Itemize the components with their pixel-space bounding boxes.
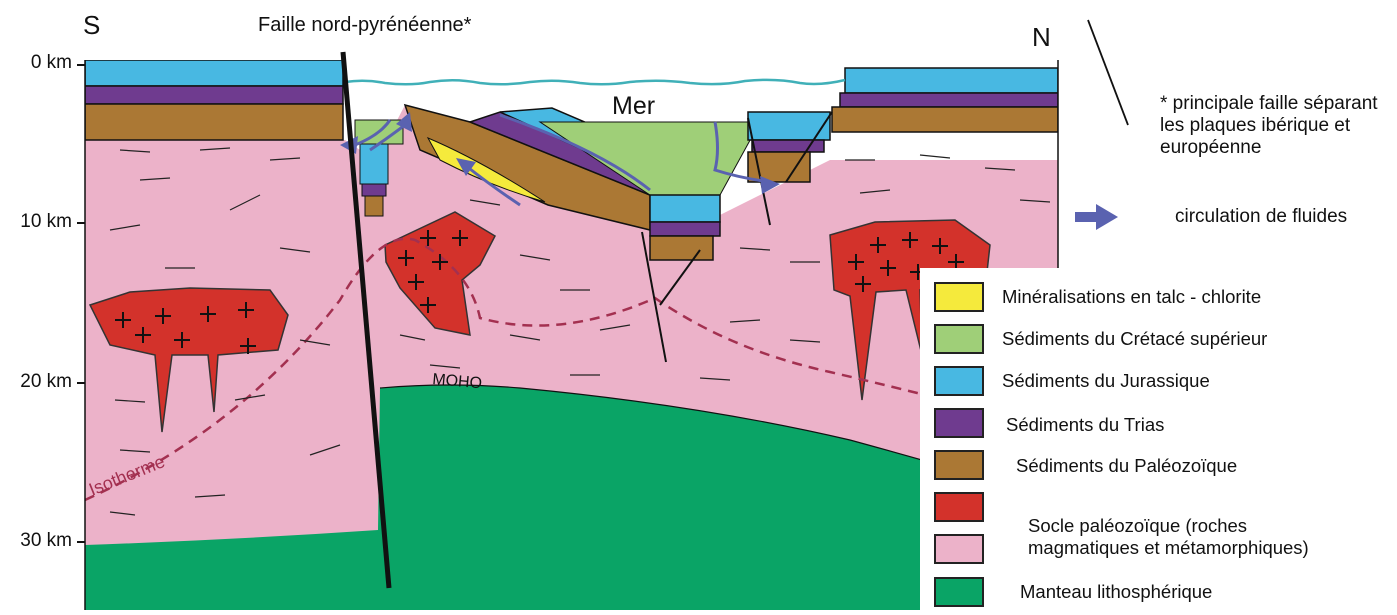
fluid-circulation-label: circulation de fluides xyxy=(1175,206,1347,228)
depth-label-30: 30 km xyxy=(0,530,72,552)
south-label: S xyxy=(83,10,100,41)
legend-label-trias: Sédiments du Trias xyxy=(1006,414,1164,436)
fault-title: Faille nord-pyrénéenne* xyxy=(258,14,471,37)
legend-label-jurassic: Sédiments du Jurassique xyxy=(1002,370,1210,392)
left-block-sediments xyxy=(85,60,343,140)
depth-label-20: 20 km xyxy=(0,371,72,393)
legend-swatch-mantle xyxy=(934,577,984,607)
legend-swatch-socle-magmatic xyxy=(934,492,984,522)
orientation-line xyxy=(1088,20,1128,125)
north-label: N xyxy=(1032,22,1051,53)
legend-swatch-jurassic xyxy=(934,366,984,396)
depth-label-10: 10 km xyxy=(0,211,72,233)
legend-label-paleozoic: Sédiments du Paléozoïque xyxy=(1016,455,1237,477)
legend-label-cretaceous: Sédiments du Crétacé supérieur xyxy=(1002,328,1267,350)
right-block-sediments xyxy=(832,68,1058,132)
fault-footnote: * principale faille séparant les plaques… xyxy=(1160,93,1397,159)
depth-label-0: 0 km xyxy=(0,52,72,74)
sea-surface xyxy=(345,80,845,84)
depth-ticks xyxy=(77,65,85,542)
legend-label-socle: Socle paléozoïque (roches magmatiques et… xyxy=(1028,515,1358,559)
fluid-legend-arrow-icon xyxy=(1075,204,1118,230)
legend-swatch-cretaceous xyxy=(934,324,984,354)
legend-swatch-talc xyxy=(934,282,984,312)
legend-swatch-paleozoic xyxy=(934,450,984,480)
legend-swatch-socle-metamorphic xyxy=(934,534,984,564)
legend-swatch-trias xyxy=(934,408,984,438)
legend-label-talc: Minéralisations en talc - chlorite xyxy=(1002,286,1261,308)
section-body xyxy=(85,60,1058,610)
legend-label-mantle: Manteau lithosphérique xyxy=(1020,581,1212,603)
sea-label: Mer xyxy=(612,92,655,120)
